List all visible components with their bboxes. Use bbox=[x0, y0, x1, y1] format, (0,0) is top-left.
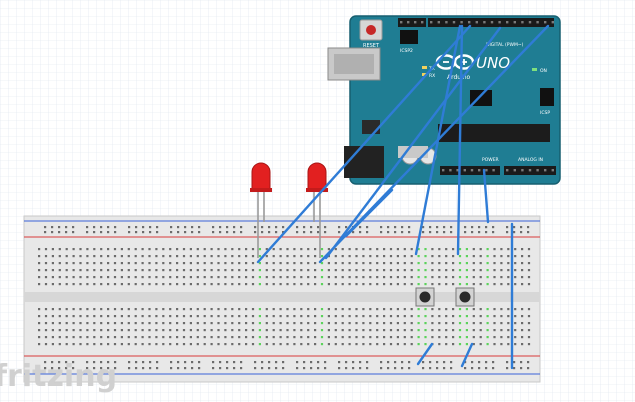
header-pins bbox=[400, 21, 554, 172]
wires bbox=[256, 24, 550, 370]
rx-led bbox=[422, 73, 427, 76]
aux-header bbox=[398, 18, 426, 27]
analog-label: ANALOG IN bbox=[518, 157, 543, 163]
led-1[interactable] bbox=[250, 162, 272, 258]
breadboard[interactable] bbox=[23, 215, 541, 383]
button-1[interactable] bbox=[415, 287, 435, 307]
icsp2-header bbox=[400, 30, 418, 44]
atmega-chip bbox=[438, 124, 550, 142]
crystal bbox=[398, 146, 428, 158]
button-2[interactable] bbox=[455, 287, 475, 307]
power-jack bbox=[344, 146, 384, 178]
usb-connector-inner bbox=[334, 54, 374, 74]
led-2-rim bbox=[306, 188, 328, 192]
wire-button2-to-pin[interactable] bbox=[456, 24, 464, 256]
led-2[interactable] bbox=[306, 162, 328, 258]
reset-button-cap bbox=[366, 25, 376, 35]
on-label: ON bbox=[540, 68, 547, 74]
voltage-regulator bbox=[362, 120, 380, 134]
digital-label: DIGITAL (PWM~) bbox=[486, 42, 524, 48]
wire-button2-ground[interactable] bbox=[460, 342, 474, 368]
breadboard-holes bbox=[38, 226, 531, 370]
uno-logo-text: UNO bbox=[476, 54, 510, 72]
wire-led1-to-pin[interactable] bbox=[256, 24, 472, 264]
wire-power-to-rail[interactable] bbox=[482, 168, 490, 224]
tx-led bbox=[422, 66, 427, 69]
wire-button1-to-pin[interactable] bbox=[414, 24, 462, 256]
center-channel bbox=[24, 292, 540, 302]
arduino-brand-text: Arduino bbox=[447, 74, 471, 81]
arduino-uno-board[interactable]: RESET ICSP2 UNO Arduino TX RX ON DIGITAL… bbox=[327, 15, 561, 185]
fritzing-watermark: fritzing bbox=[0, 359, 117, 394]
rx-label: RX bbox=[429, 73, 435, 79]
wire-extra-2[interactable] bbox=[344, 188, 394, 238]
icsp-header bbox=[540, 88, 554, 106]
button-1-cap bbox=[419, 291, 431, 303]
led-2-body bbox=[307, 162, 327, 191]
icsp2-label: ICSP2 bbox=[400, 48, 413, 54]
led-1-rim bbox=[250, 188, 272, 192]
led-1-body bbox=[251, 162, 271, 191]
wire-button1-ground[interactable] bbox=[416, 342, 434, 366]
power-label: POWER bbox=[482, 157, 499, 163]
power-header bbox=[440, 166, 500, 175]
reset-label: RESET bbox=[363, 43, 380, 49]
icsp-label: ICSP bbox=[540, 110, 550, 116]
on-led bbox=[532, 68, 537, 71]
wire-extra-1[interactable] bbox=[324, 26, 502, 260]
button-2-cap bbox=[459, 291, 471, 303]
